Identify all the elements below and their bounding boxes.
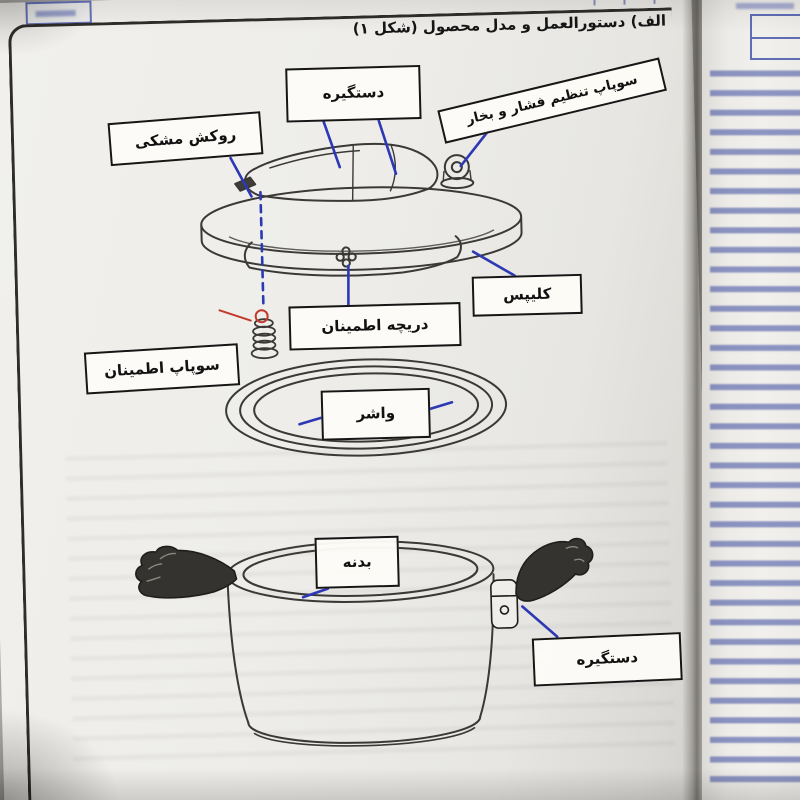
red-pointer — [218, 309, 269, 324]
label-clips: کلیپس — [471, 273, 583, 317]
pressure-cooker-diagram — [135, 118, 594, 747]
label-handle-top: دستگیره — [285, 64, 422, 123]
leader-lines — [229, 118, 559, 638]
adjacent-page — [702, 0, 800, 800]
adjacent-page-table-fragment — [750, 14, 800, 60]
steam-valve-knob — [440, 154, 475, 190]
label-handle-side: دستگیره — [531, 632, 683, 687]
pot-right-handle-drawing — [490, 537, 594, 629]
gasket-drawing — [225, 358, 508, 457]
label-body: بدنه — [314, 535, 400, 589]
lid-drawing — [200, 142, 523, 277]
label-washer: واشر — [320, 387, 431, 441]
adjacent-page-blurred-text — [710, 64, 800, 792]
safety-valve-drawing — [250, 318, 279, 360]
label-safety-hatch: دریچه اطمینان — [288, 302, 462, 351]
pot-left-handle-drawing — [135, 545, 238, 599]
adjacent-page-header-smudge — [736, 3, 794, 9]
lid-handle — [244, 142, 439, 202]
dashed-leader-line — [259, 190, 265, 310]
manual-page: الف) دستورالعمل و مدل محصول (شکل ۱) — [0, 0, 713, 800]
page-fold-crease — [682, 0, 704, 800]
clip-band — [243, 235, 462, 277]
